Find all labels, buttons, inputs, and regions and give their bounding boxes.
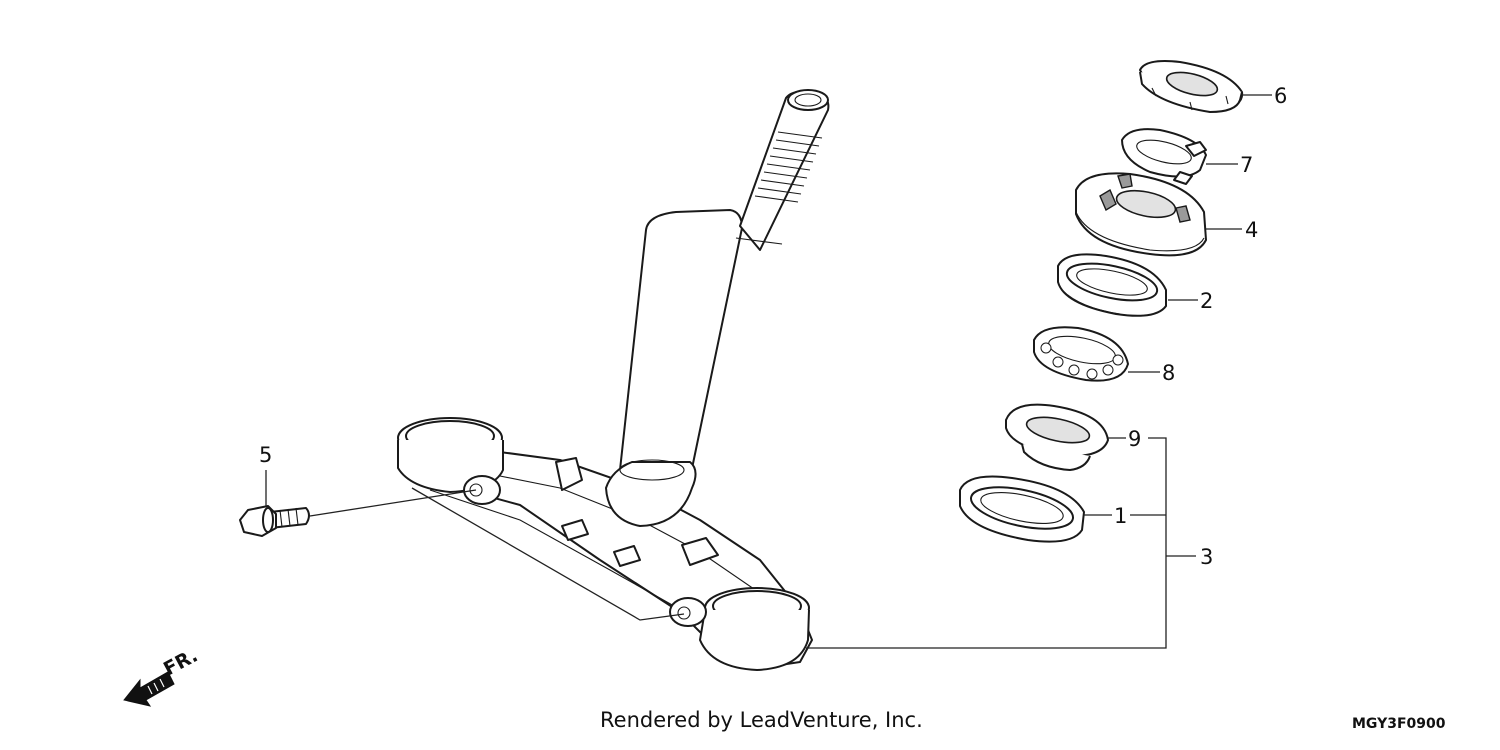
dust-seal-icon bbox=[1057, 253, 1167, 317]
lock-washer-icon bbox=[1121, 128, 1207, 185]
callout-4: 4 bbox=[1245, 218, 1258, 242]
adjusting-nut-icon bbox=[1075, 172, 1207, 257]
ball-bearing-icon bbox=[1033, 326, 1129, 382]
callout-8: 8 bbox=[1162, 361, 1175, 385]
leader-lines bbox=[265, 94, 1272, 649]
callout-1: 1 bbox=[1114, 504, 1127, 528]
flange-bolt-icon bbox=[239, 505, 310, 537]
diagram-code: MGY3F0900 bbox=[1352, 716, 1446, 732]
callout-5: 5 bbox=[259, 443, 272, 467]
callout-7: 7 bbox=[1240, 153, 1253, 177]
callout-2: 2 bbox=[1200, 289, 1213, 313]
bearing-outer-race-icon bbox=[959, 475, 1085, 543]
lock-nut-icon bbox=[1139, 60, 1244, 113]
render-credit: Rendered by LeadVenture, Inc. bbox=[600, 708, 923, 732]
callout-9: 9 bbox=[1128, 427, 1141, 451]
steering-stem bbox=[397, 89, 830, 671]
callout-6: 6 bbox=[1274, 84, 1287, 108]
callout-3: 3 bbox=[1200, 545, 1213, 569]
bearing-inner-race-icon bbox=[1005, 403, 1109, 471]
front-direction-arrow-icon bbox=[123, 671, 175, 707]
